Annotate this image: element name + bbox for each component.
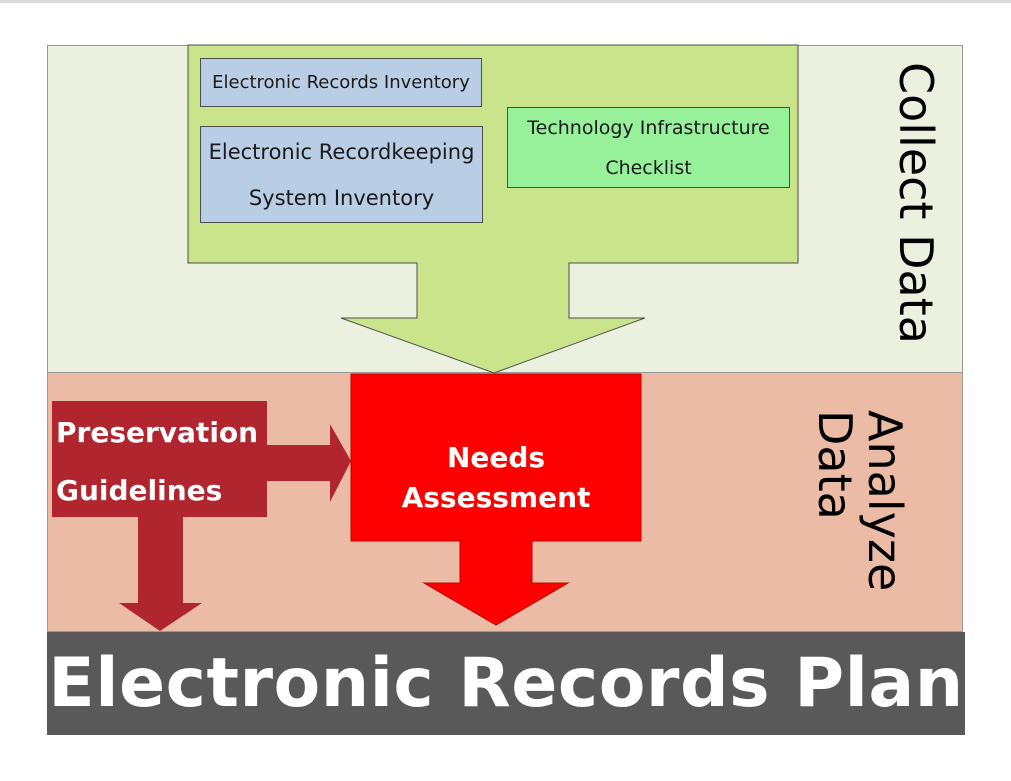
preservation-guidelines-label: Preservation Guidelines bbox=[56, 416, 259, 507]
electronic-records-inventory-box: Electronic Records Inventory bbox=[200, 58, 482, 107]
electronic-records-plan-title: Electronic Records Plan bbox=[48, 644, 964, 723]
needs-assessment-arrow bbox=[350, 373, 642, 626]
recordkeeping-system-inventory-label: Electronic Recordkeeping System Inventor… bbox=[208, 139, 475, 210]
analyze-data-stage-label: Analyze Data bbox=[808, 410, 912, 592]
technology-infrastructure-checklist-label: Technology Infrastructure Checklist bbox=[527, 116, 770, 179]
collect-data-stage-label: Collect Data bbox=[889, 62, 943, 344]
technology-infrastructure-checklist-box: Technology Infrastructure Checklist bbox=[507, 107, 790, 188]
top-rule bbox=[0, 0, 1011, 3]
electronic-records-inventory-label: Electronic Records Inventory bbox=[212, 72, 470, 93]
analyze-data-stage-text: Analyze Data bbox=[808, 410, 912, 592]
needs-assessment-label: Needs Assessment bbox=[401, 441, 591, 514]
recordkeeping-system-inventory-box: Electronic Recordkeeping System Inventor… bbox=[200, 126, 483, 223]
preservation-guidelines-arrow bbox=[52, 401, 351, 631]
electronic-records-plan-band: Electronic Records Plan bbox=[47, 632, 965, 735]
